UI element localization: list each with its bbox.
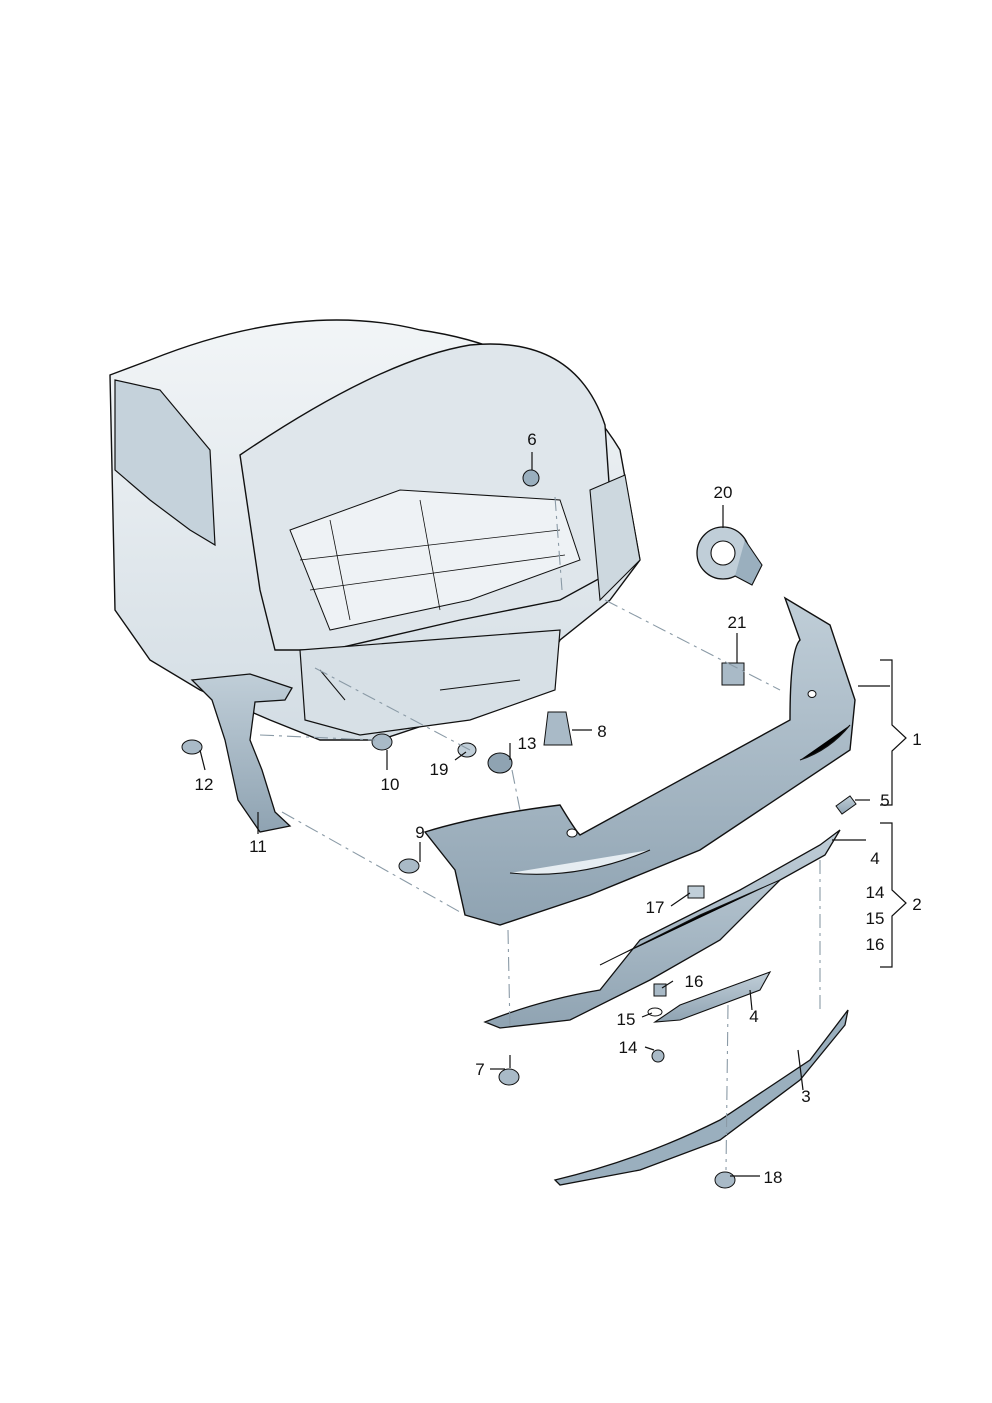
trim-strip-part-4 xyxy=(652,970,772,1023)
callout-14-lower: 14 xyxy=(619,1038,638,1057)
nut-part-6 xyxy=(522,469,540,487)
callout-labels: 6 20 21 8 13 19 10 12 11 9 7 18 3 4 16 1… xyxy=(195,430,922,1187)
callout-2: 2 xyxy=(912,895,921,914)
leader-lines xyxy=(199,452,890,1177)
clip-part-21 xyxy=(721,662,745,686)
trim-strip-part-3 xyxy=(553,1009,849,1186)
callout-17: 17 xyxy=(646,898,665,917)
callout-4-group: 4 xyxy=(870,849,879,868)
screw-part-9 xyxy=(398,858,420,874)
callout-18: 18 xyxy=(764,1168,783,1187)
callout-1: 1 xyxy=(912,730,921,749)
callout-4-lower: 4 xyxy=(749,1007,758,1026)
callout-20: 20 xyxy=(714,483,733,502)
callout-8: 8 xyxy=(597,722,606,741)
vehicle-rear-body xyxy=(109,319,641,741)
callout-16-lower: 16 xyxy=(685,972,704,991)
bracket-part-11 xyxy=(190,673,293,833)
bumper-cover-part-1 xyxy=(423,596,856,926)
group-bracket-2 xyxy=(880,822,907,968)
screw-part-7 xyxy=(498,1068,520,1086)
callout-6: 6 xyxy=(527,430,536,449)
callout-5: 5 xyxy=(880,791,889,810)
callout-13: 13 xyxy=(518,734,537,753)
screw-part-18 xyxy=(714,1171,736,1189)
fasteners xyxy=(181,469,745,1189)
screw-part-12 xyxy=(181,739,203,755)
callout-12: 12 xyxy=(195,775,214,794)
group-bracket-1 xyxy=(880,659,907,806)
screw-part-10 xyxy=(371,733,393,751)
tape-roll-part-20 xyxy=(696,526,763,586)
callout-15-lower: 15 xyxy=(617,1010,636,1029)
callout-21: 21 xyxy=(728,613,747,632)
lower-spoiler-part-4 xyxy=(483,829,841,1029)
plug-part-13 xyxy=(487,752,513,774)
callout-9: 9 xyxy=(415,823,424,842)
callout-14-group: 14 xyxy=(866,883,885,902)
clip-part-17 xyxy=(687,885,705,899)
callout-10: 10 xyxy=(381,775,400,794)
callout-3: 3 xyxy=(801,1087,810,1106)
screw-part-14 xyxy=(651,1049,665,1063)
callout-16-group: 16 xyxy=(866,935,885,954)
cover-cap-part-5 xyxy=(835,795,857,815)
washer-part-15 xyxy=(647,1007,663,1017)
callout-7: 7 xyxy=(475,1060,484,1079)
clip-part-8 xyxy=(543,711,573,746)
callout-15-group: 15 xyxy=(866,909,885,928)
nut-part-16 xyxy=(653,983,667,997)
callout-19: 19 xyxy=(430,760,449,779)
assembly-lines xyxy=(259,496,821,1171)
callout-11: 11 xyxy=(249,837,267,856)
